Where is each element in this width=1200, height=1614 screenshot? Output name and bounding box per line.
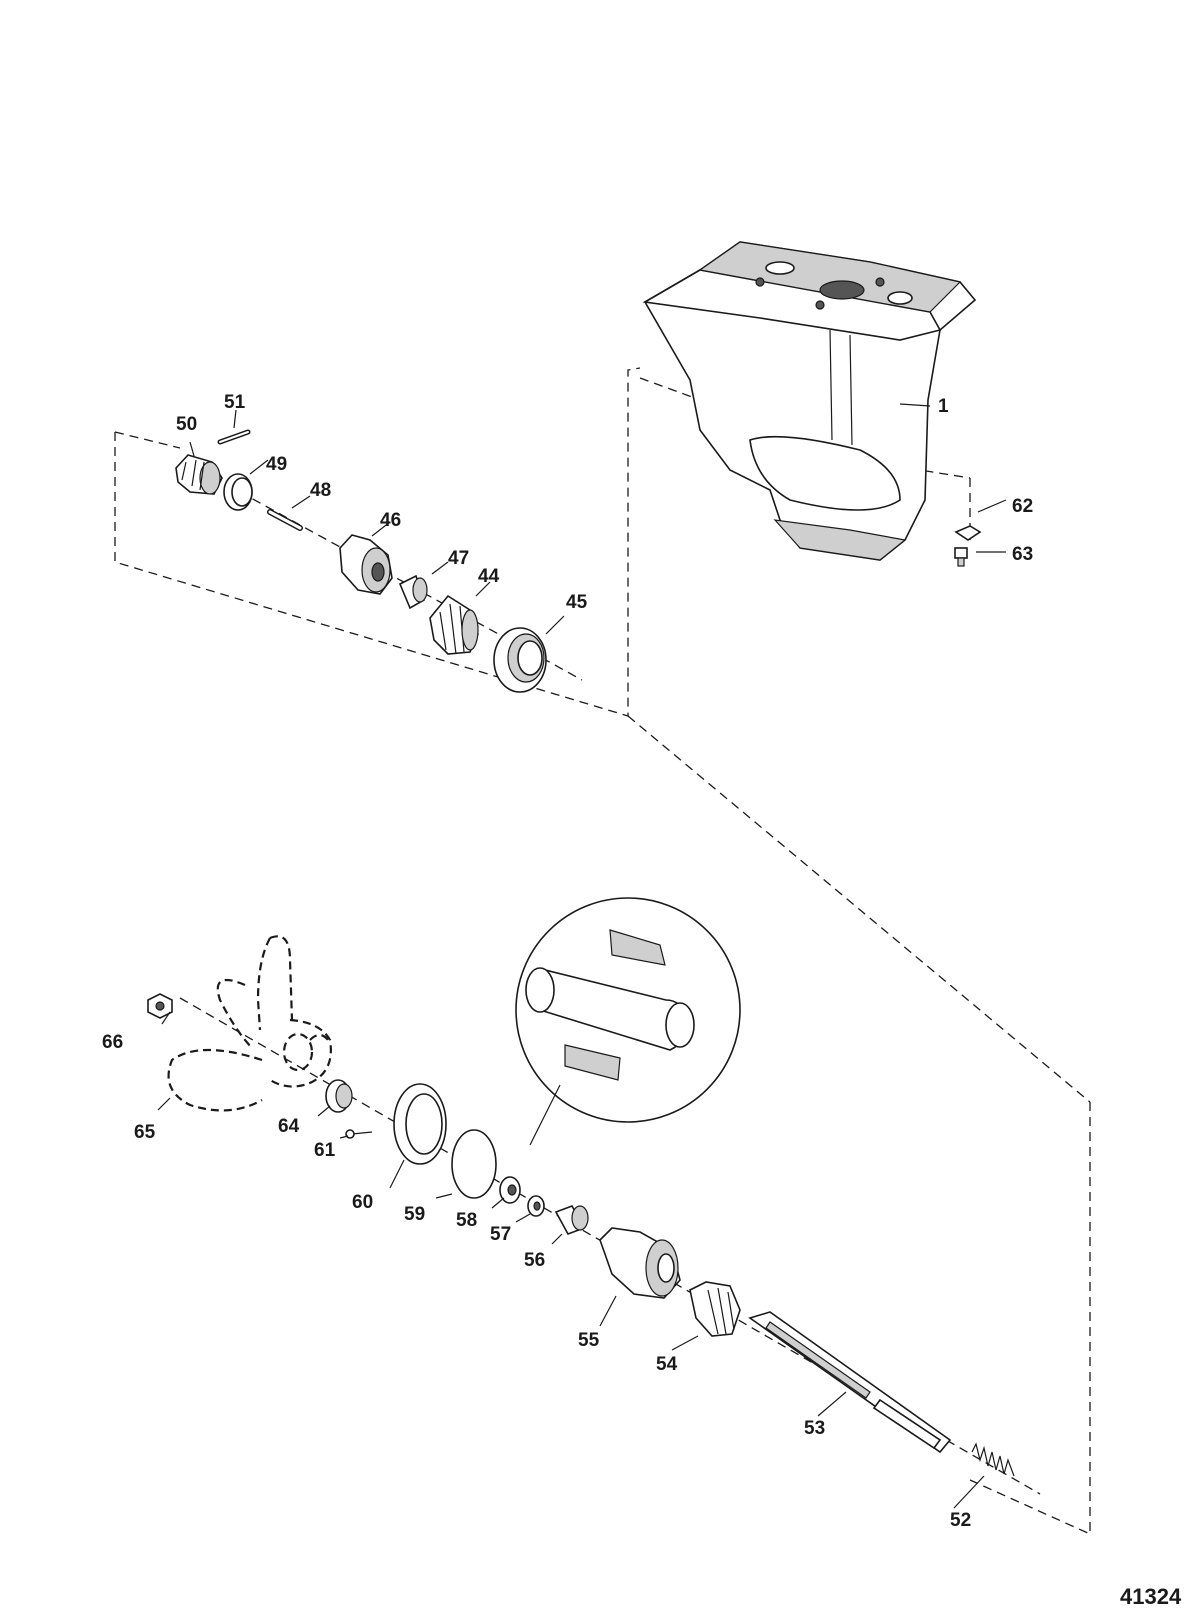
ring-49-part[interactable] bbox=[223, 473, 253, 511]
pin-48-part[interactable] bbox=[267, 509, 303, 531]
callout-55: 55 bbox=[578, 1330, 600, 1351]
callout-56: 56 bbox=[524, 1250, 545, 1271]
thrust-hub-64-part[interactable] bbox=[325, 1079, 353, 1113]
o-ring-59-part[interactable] bbox=[451, 1129, 497, 1199]
clutch-50-part[interactable] bbox=[175, 454, 223, 495]
callout-44: 44 bbox=[478, 566, 500, 587]
callout-61: 61 bbox=[314, 1140, 336, 1161]
detail-magnifier bbox=[515, 897, 741, 1146]
callout-57: 57 bbox=[490, 1224, 511, 1245]
figure-number: 41324 bbox=[1120, 1584, 1182, 1609]
callout-51: 51 bbox=[224, 392, 246, 413]
gear-housing-part[interactable] bbox=[642, 241, 977, 561]
callout-46: 46 bbox=[380, 510, 401, 531]
pin-51-part[interactable] bbox=[217, 429, 251, 445]
callout-53: 53 bbox=[804, 1418, 825, 1439]
seal-58-part[interactable] bbox=[499, 1176, 521, 1204]
callout-48: 48 bbox=[310, 480, 331, 501]
race-45-part[interactable] bbox=[493, 627, 547, 693]
bushing-56-part[interactable] bbox=[554, 1205, 589, 1235]
leader-lines bbox=[157, 403, 1007, 1509]
bearing-44-part[interactable] bbox=[429, 594, 479, 655]
propeller-65-part[interactable] bbox=[167, 935, 332, 1112]
carrier-55-part[interactable] bbox=[599, 1227, 681, 1299]
callout-45: 45 bbox=[566, 592, 588, 613]
retainer-60-part[interactable] bbox=[393, 1083, 447, 1165]
washer-62-part[interactable] bbox=[954, 525, 982, 541]
callout-62: 62 bbox=[1012, 496, 1033, 517]
spring-52-part[interactable] bbox=[971, 1442, 1015, 1477]
callout-1: 1 bbox=[938, 396, 949, 417]
bushing-47-part[interactable] bbox=[398, 574, 428, 610]
callout-63: 63 bbox=[1012, 544, 1033, 565]
callout-65: 65 bbox=[134, 1122, 156, 1143]
callout-60: 60 bbox=[352, 1192, 373, 1213]
washer-57-part[interactable] bbox=[527, 1195, 545, 1217]
screw-63-part[interactable] bbox=[954, 547, 968, 567]
callout-54: 54 bbox=[656, 1354, 678, 1375]
nut-66-part[interactable] bbox=[147, 993, 173, 1019]
callout-47: 47 bbox=[448, 548, 469, 569]
gear-54-part[interactable] bbox=[689, 1281, 741, 1337]
callout-59: 59 bbox=[404, 1204, 425, 1225]
callout-64: 64 bbox=[278, 1116, 300, 1137]
callout-50: 50 bbox=[176, 414, 197, 435]
pinion-46-part[interactable] bbox=[339, 534, 393, 595]
callout-58: 58 bbox=[456, 1210, 477, 1231]
callout-66: 66 bbox=[102, 1032, 123, 1053]
callout-49: 49 bbox=[266, 454, 287, 475]
callout-52: 52 bbox=[950, 1510, 971, 1531]
cotter-pin-61-part[interactable] bbox=[345, 1129, 373, 1139]
shaft-53-part[interactable] bbox=[748, 1311, 952, 1454]
callout-labels: 1 44 45 46 47 48 49 50 51 52 53 54 55 56… bbox=[102, 392, 1182, 1609]
